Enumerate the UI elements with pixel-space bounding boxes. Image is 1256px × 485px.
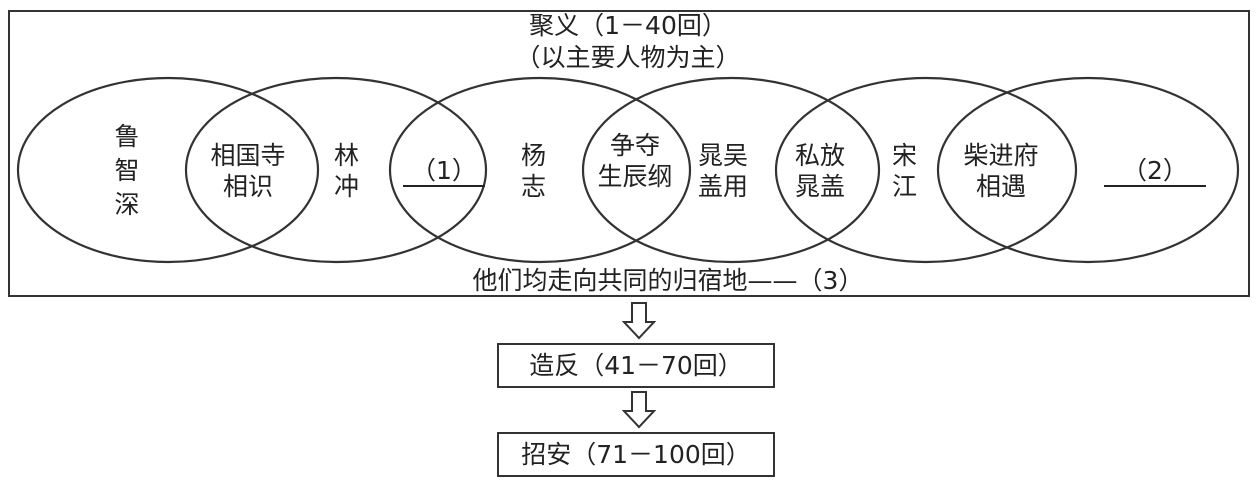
event-text: 私放 <box>795 141 846 170</box>
blank-2-text: （2） <box>1104 156 1206 187</box>
blank-1-text: （1） <box>403 156 485 187</box>
diagram-title: 聚义（1－40回） <box>529 11 727 40</box>
event-sifang: 私放 晁盖 <box>795 140 845 202</box>
ellipse-lu-zhishen <box>16 76 320 264</box>
char-text: 志 <box>521 172 547 201</box>
ellipse-blank-2 <box>936 76 1240 264</box>
ellipse-song-jiang <box>774 76 1078 264</box>
down-arrow-icon <box>622 302 656 340</box>
char-text: 林 <box>334 141 360 170</box>
char-text: 冲 <box>334 172 360 201</box>
blank-2[interactable]: （2） <box>1104 155 1206 187</box>
ellipse-lin-chong <box>184 76 488 264</box>
character-chao-wu: 晁吴盖用 <box>697 141 748 201</box>
character-song-jiang: 宋 江 <box>892 140 917 202</box>
event-chaijinfu: 柴进府 相遇 <box>946 140 1056 202</box>
event-text: 相识 <box>222 172 273 201</box>
event-text: 生辰纲 <box>597 162 673 191</box>
char-text: 江 <box>892 172 918 201</box>
stage-amnesty: 招安（71－100回） <box>497 432 775 477</box>
down-arrow-icon <box>622 391 656 429</box>
stage-rebellion: 造反（41－70回） <box>497 343 775 388</box>
character-lu-zhishen: 鲁智深 <box>114 122 140 219</box>
event-text: 争夺 <box>609 131 660 160</box>
event-shengchengang: 争夺 生辰纲 <box>585 130 685 192</box>
blank-1[interactable]: （1） <box>403 155 485 187</box>
event-text: 柴进府 <box>963 141 1039 170</box>
char-text: 杨 <box>521 141 547 170</box>
character-yang-zhi: 杨 志 <box>521 140 546 202</box>
venn-ellipses <box>16 76 1240 264</box>
event-text: 相遇 <box>975 172 1026 201</box>
ellipse-chao-wu <box>581 76 881 264</box>
event-text: 晁盖 <box>795 172 846 201</box>
char-text: 宋 <box>892 141 918 170</box>
conclusion-text: 他们均走向共同的归宿地——（3） <box>472 266 864 295</box>
character-lin-chong: 林 冲 <box>334 140 359 202</box>
event-text: 相国寺 <box>210 141 286 170</box>
ellipse-yang-zhi <box>388 76 692 264</box>
main-frame <box>8 10 1250 297</box>
event-xiangguosi: 相国寺 相识 <box>198 140 298 202</box>
diagram-subtitle: （以主要人物为主） <box>515 43 741 72</box>
